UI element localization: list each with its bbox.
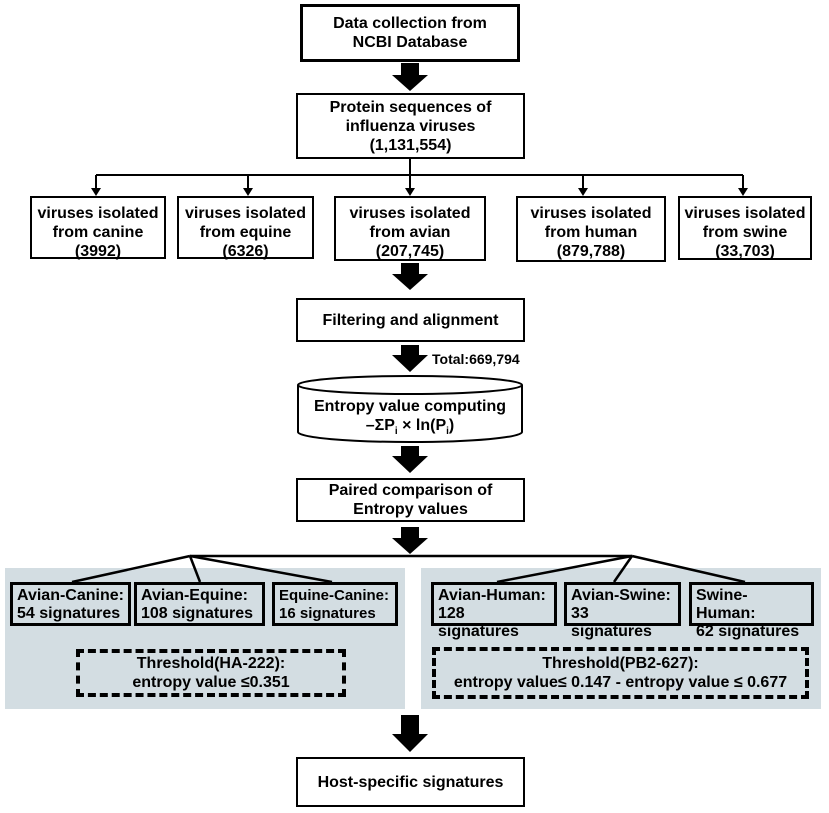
result-label: Host-specific signatures (317, 773, 504, 791)
arrow-6 (392, 715, 428, 752)
arrow-5 (392, 527, 428, 554)
host-line2: from swine (702, 224, 788, 241)
paired-line1: Paired comparison of (328, 482, 493, 499)
host-box-canine: viruses isolated from canine (3992) (30, 196, 166, 260)
data-collection-box: Data collection from NCBI Database (300, 4, 520, 62)
host-line1: viruses isolated (684, 205, 806, 222)
host-box-equine: viruses isolated from equine (6326) (177, 196, 314, 260)
threshold-ha-222: Threshold(HA-222): entropy value ≤0.351 (76, 649, 346, 697)
host-line2: from human (544, 224, 638, 241)
host-count: (207,745) (375, 243, 445, 260)
entropy-line1: Entropy value computing (313, 398, 506, 415)
data-collection-line1: Data collection from (333, 15, 487, 32)
host-line1: viruses isolated (349, 205, 471, 222)
host-box-human: viruses isolated from human (879,788) (516, 196, 666, 262)
signature-avian-swine: Avian-Swine: 33 signatures (564, 582, 681, 640)
threshold-pb2-627: Threshold(PB2-627): entropy value≤ 0.147… (432, 647, 809, 699)
paired-line2: Entropy values (353, 501, 468, 518)
filtering-box: Filtering and alignment (296, 298, 525, 342)
host-line2: from equine (199, 224, 292, 241)
host-count: (879,788) (556, 243, 626, 260)
signature-swine-human: Swine-Human: 62 signatures (689, 582, 814, 640)
entropy-box: Entropy value computing –ΣPi × ln(Pi) (298, 397, 522, 441)
protein-line2: influenza viruses (345, 117, 476, 135)
protein-line1: Protein sequences of (329, 98, 492, 116)
host-line2: from avian (369, 224, 451, 241)
entropy-formula: –ΣPi × ln(Pi) (365, 417, 455, 438)
signature-equine-canine: Equine-Canine: 16 signatures (272, 582, 398, 626)
arrow-1 (392, 63, 428, 91)
host-box-swine: viruses isolated from swine (33,703) (678, 196, 812, 260)
host-line1: viruses isolated (185, 205, 306, 222)
host-box-avian: viruses isolated from avian (207,745) (334, 196, 486, 261)
host-specific-signatures-box: Host-specific signatures (296, 757, 525, 807)
host-line1: viruses isolated (530, 205, 652, 222)
host-line1: viruses isolated (37, 205, 159, 222)
host-line2: from canine (52, 224, 144, 241)
total-label: Total:669,794 (432, 351, 520, 367)
arrow-4 (392, 446, 428, 473)
protein-sequences-box: Protein sequences of influenza viruses (… (296, 93, 525, 159)
signature-avian-equine: Avian-Equine: 108 signatures (134, 582, 265, 626)
data-collection-line2: NCBI Database (352, 34, 468, 51)
host-count: (33,703) (715, 243, 775, 260)
arrow-2 (392, 263, 428, 290)
host-count: (3992) (74, 243, 122, 260)
signature-avian-human: Avian-Human: 128 signatures (431, 582, 557, 640)
paired-comparison-box: Paired comparison of Entropy values (296, 478, 525, 522)
host-count: (6326) (222, 243, 269, 260)
protein-count: (1,131,554) (369, 136, 452, 154)
filtering-label: Filtering and alignment (322, 311, 499, 329)
arrow-3 (392, 345, 428, 372)
signature-avian-canine: Avian-Canine: 54 signatures (10, 582, 131, 626)
